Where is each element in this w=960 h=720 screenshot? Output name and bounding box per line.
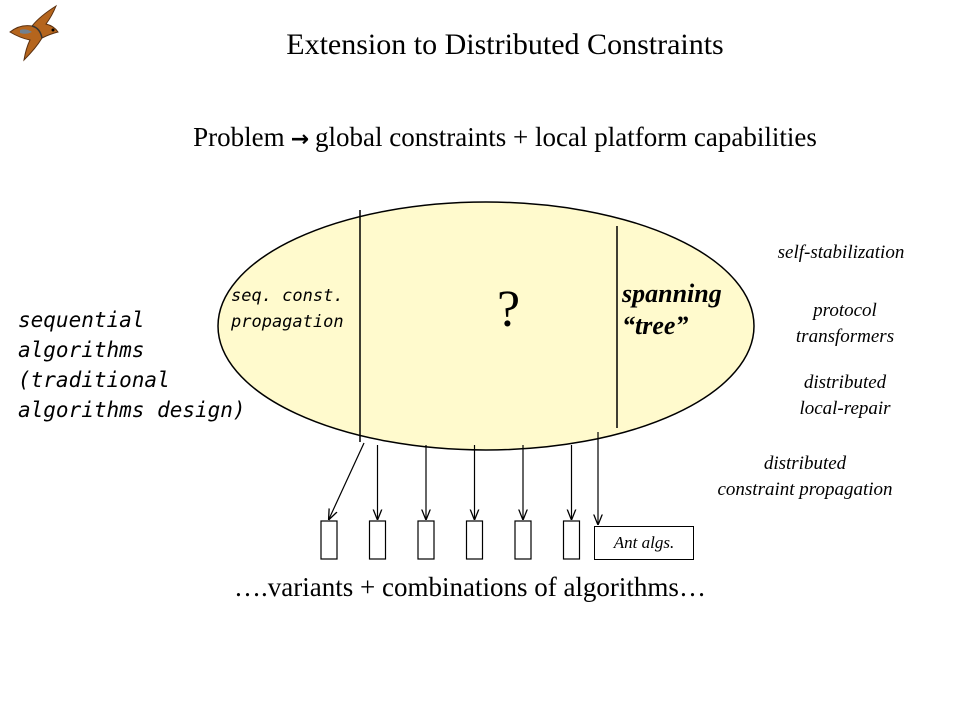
seq-label-line: seq. const. xyxy=(231,286,344,306)
variant-boxes xyxy=(320,520,581,560)
right-label-line: constraint propagation xyxy=(717,479,893,500)
algorithm-space-ellipse xyxy=(217,201,755,451)
variant-arrows xyxy=(329,432,598,524)
problem-statement: Problem→global constraints + local platf… xyxy=(0,122,960,153)
left-label-line: sequential xyxy=(18,308,145,332)
left-label-line: algorithms design) xyxy=(18,398,246,422)
ant-algorithms-box: Ant algs. xyxy=(594,526,694,560)
protocol-transformers-label: protocol transformers xyxy=(770,298,920,350)
variant-arrow xyxy=(329,442,365,519)
variant-box xyxy=(465,520,484,560)
left-label-line: (traditional xyxy=(18,368,170,392)
right-label-line: self-stabilization xyxy=(777,242,905,263)
seq-const-propagation-label: seq. const. propagation xyxy=(231,283,344,335)
spanning-label-line: spanning xyxy=(622,279,722,308)
problem-description: global constraints + local platform capa… xyxy=(315,122,817,152)
variant-box xyxy=(368,520,387,560)
variant-box xyxy=(514,520,532,560)
spanning-label-line: “tree” xyxy=(622,311,689,340)
page-title: Extension to Distributed Constraints xyxy=(286,28,724,61)
left-label-line: algorithms xyxy=(18,338,145,362)
distributed-local-repair-label: distributed local-repair xyxy=(770,370,920,422)
problem-label: Problem xyxy=(193,122,285,152)
sequential-algorithms-label: sequential algorithms (traditional algor… xyxy=(18,305,246,425)
unknown-question-mark: ? xyxy=(497,281,521,338)
seq-label-line: propagation xyxy=(231,312,344,332)
distributed-constraint-propagation-label: distributed constraint propagation xyxy=(690,451,920,503)
right-label-line: distributed xyxy=(803,372,887,393)
right-label-line: distributed xyxy=(763,453,847,474)
self-stabilization-label: self-stabilization xyxy=(756,240,926,266)
spanning-tree-label: spanning “tree” xyxy=(622,278,722,342)
variant-box xyxy=(320,520,338,560)
variants-caption: ….variants + combinations of algorithms… xyxy=(234,572,706,602)
kestrel-bird-icon xyxy=(9,4,59,62)
right-label-line: transformers xyxy=(795,326,895,347)
right-arrow-icon: → xyxy=(290,127,310,152)
variant-box xyxy=(562,520,581,560)
right-label-line: protocol xyxy=(813,300,877,321)
variant-box xyxy=(417,520,435,560)
right-label-line: local-repair xyxy=(799,398,891,419)
